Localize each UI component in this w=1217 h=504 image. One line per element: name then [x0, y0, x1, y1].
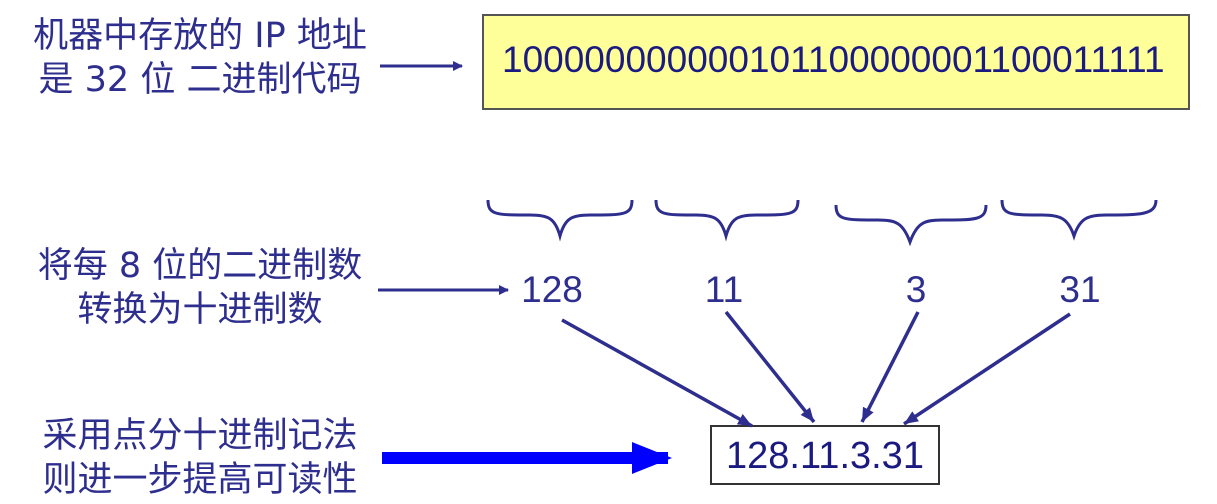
brace-3 [834, 204, 988, 247]
octet-1: 128 [521, 269, 583, 310]
label-dotted: 采用点分十进制记法 则进一步提高可读性 [20, 414, 380, 502]
label-convert: 将每 8 位的二进制数 转换为十进制数 [20, 244, 380, 332]
octet-4: 31 [1059, 269, 1101, 310]
octet-3: 3 [905, 269, 927, 310]
dotted-decimal-text: 128.11.3.31 [726, 435, 924, 477]
octet-2: 11 [704, 269, 744, 310]
label-dotted-line2: 则进一步提高可读性 [42, 460, 358, 500]
label-machine-ip: 机器中存放的 IP 地址 是 32 位 二进制代码 [20, 14, 380, 102]
arrow-octet3-to-result [860, 311, 920, 423]
label-convert-line1: 将每 8 位的二进制数 [37, 246, 363, 286]
arrow-octet1-to-result [561, 318, 753, 428]
binary-box: 100000000000101100000001100011111 [482, 14, 1190, 110]
label-dotted-line1: 采用点分十进制记法 [42, 416, 358, 456]
binary-code: 100000000000101100000001100011111 [502, 39, 1165, 80]
label-machine-line2: 是 32 位 二进制代码 [38, 60, 362, 100]
label-machine-line1: 机器中存放的 IP 地址 [33, 16, 367, 56]
brace-4 [1000, 199, 1158, 241]
label-convert-line2: 转换为十进制数 [77, 290, 323, 330]
arrow-octet2-to-result [724, 310, 816, 424]
brace-2 [654, 199, 800, 242]
arrow-octet4-to-result [903, 312, 1071, 426]
brace-1 [486, 199, 634, 242]
dotted-decimal-box: 128.11.3.31 [710, 425, 940, 485]
